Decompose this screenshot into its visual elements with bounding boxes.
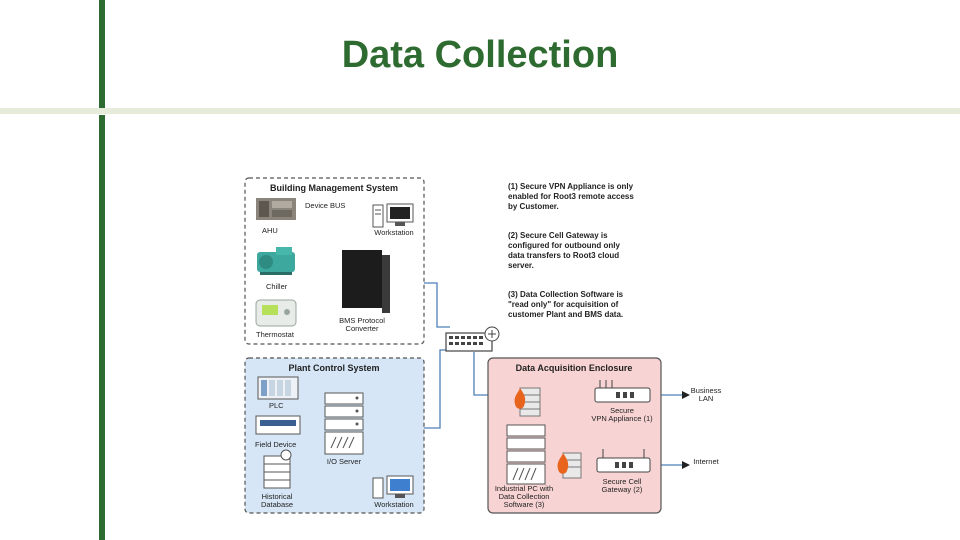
industrial-pc-icon: [506, 424, 546, 485]
internet-label: Internet: [693, 457, 719, 466]
note-1-line-2: enabled for Root3 remote access: [508, 192, 634, 201]
network-switch-icon: [445, 326, 500, 352]
bms-workstation-icon: [372, 203, 414, 228]
note-3-line-2: "read only" for acquisition of: [508, 300, 619, 309]
note-2-line-4: server.: [508, 261, 534, 270]
vpn-label-1: Secure: [610, 406, 634, 415]
industrial-pc-label-3: Software (3): [504, 500, 545, 509]
pcs-workstation-label: Workstation: [374, 500, 413, 509]
vpn-appliance-icon: [594, 380, 651, 403]
ahu-icon: [256, 198, 296, 220]
bms-converter-label-2: Converter: [346, 324, 379, 333]
note-3-line-1: (3) Data Collection Software is: [508, 290, 624, 299]
cell-gateway-label-1: Secure Cell: [603, 477, 642, 486]
note-2: (2) Secure Cell Gateway is configured fo…: [508, 231, 621, 270]
historical-database-label-2: Database: [261, 500, 293, 509]
cell-gateway-label-2: Gateway (2): [602, 485, 643, 494]
slide-title: Data Collection: [341, 34, 619, 76]
internet-arrow: [682, 461, 690, 469]
bms-converter-label-1: BMS Protocol: [339, 316, 385, 325]
device-bus-label: Device BUS: [305, 201, 345, 210]
chiller-label: Chiller: [266, 282, 288, 291]
note-2-line-1: (2) Secure Cell Gateway is: [508, 231, 608, 240]
title-divider: [0, 108, 960, 114]
io-server-icon: [324, 392, 364, 455]
historical-database-label-1: Historical: [262, 492, 293, 501]
thermostat-icon: [255, 299, 297, 327]
pcs-workstation-icon: [372, 475, 414, 499]
note-2-line-3: data transfers to Root3 cloud: [508, 251, 619, 260]
lan-arrow: [682, 391, 690, 399]
note-2-line-2: configured for outbound only: [508, 241, 621, 250]
note-3-line-3: customer Plant and BMS data.: [508, 310, 623, 319]
chiller-icon: [257, 247, 295, 275]
note-3: (3) Data Collection Software is "read on…: [508, 290, 624, 319]
cell-gateway-icon: [596, 449, 651, 473]
accent-bar-bottom: [99, 115, 105, 540]
field-device-icon: [255, 415, 301, 435]
bms-title: Building Management System: [270, 183, 398, 193]
note-1-line-3: by Customer.: [508, 202, 559, 211]
note-1-line-1: (1) Secure VPN Appliance is only: [508, 182, 634, 191]
bms-workstation-label: Workstation: [374, 228, 413, 237]
historical-database-icon: [263, 449, 292, 489]
io-server-label: I/O Server: [327, 457, 362, 466]
firewall-icon-1: [514, 387, 541, 417]
note-1: (1) Secure VPN Appliance is only enabled…: [508, 182, 634, 211]
business-lan-label-1: Business: [691, 386, 722, 395]
plc-label: PLC: [269, 401, 284, 410]
vpn-label-2: VPN Appliance (1): [591, 414, 653, 423]
plc-icon: [257, 376, 299, 400]
ahu-label: AHU: [262, 226, 278, 235]
accent-bar-top: [99, 0, 105, 108]
bms-converter-icon: [342, 250, 390, 313]
industrial-pc-label-2: Data Collection: [499, 492, 550, 501]
industrial-pc-label-1: Industrial PC with: [495, 484, 553, 493]
thermostat-label: Thermostat: [256, 330, 295, 339]
dae-title: Data Acquisition Enclosure: [516, 363, 633, 373]
pcs-title: Plant Control System: [288, 363, 379, 373]
field-device-label: Field Device: [255, 440, 296, 449]
business-lan-label-2: LAN: [699, 394, 714, 403]
firewall-icon-2: [557, 452, 582, 479]
